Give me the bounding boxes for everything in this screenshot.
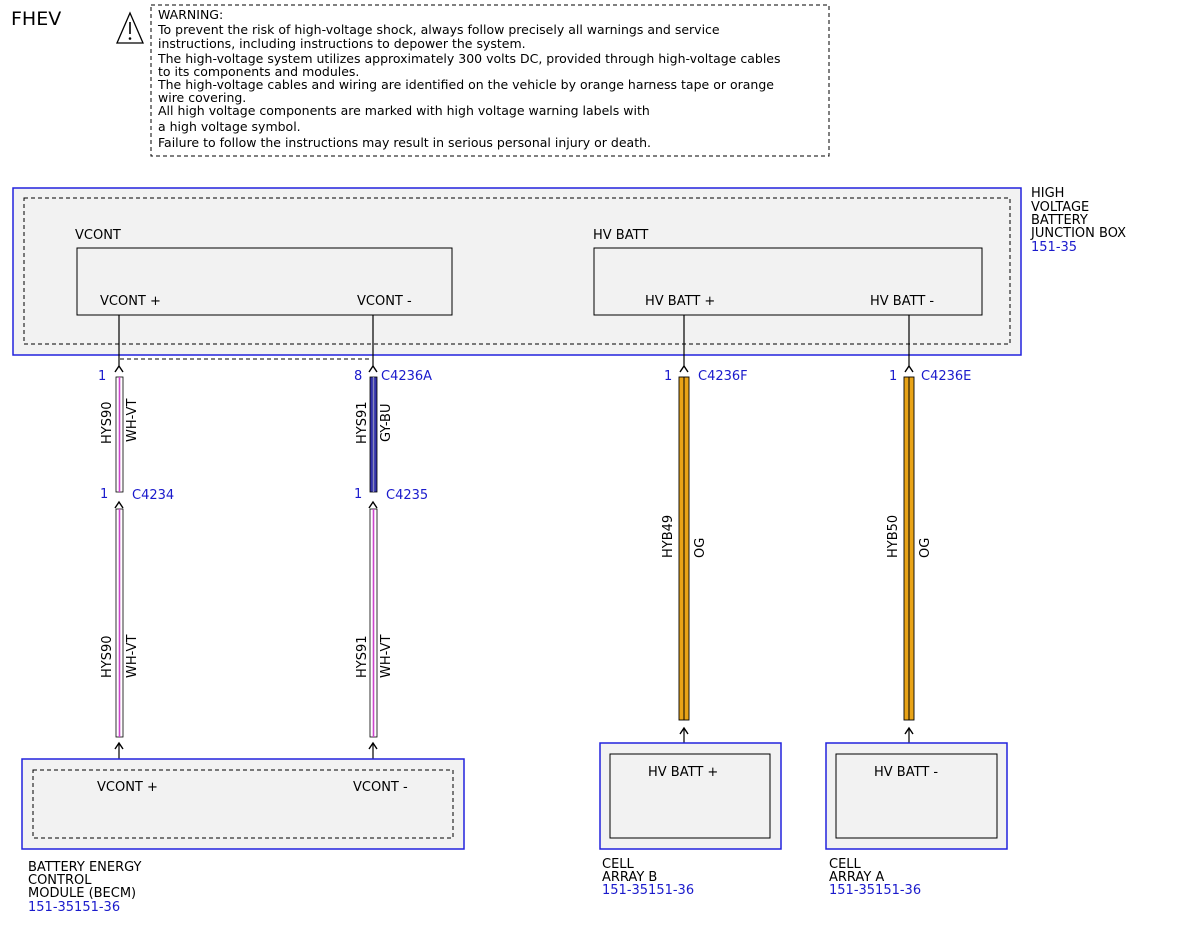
component-name: BATTERY (1031, 213, 1088, 228)
warning-line: to its components and modules. (158, 64, 359, 79)
cell-array-b-label: CELL ARRAY B 151-35151-36 (602, 857, 694, 898)
warning-line: WARNING: (158, 7, 223, 22)
connector-label: C4234 (132, 488, 174, 503)
component-name: MODULE (BECM) (28, 886, 136, 901)
pin-number: 1 (100, 487, 108, 502)
warning-line: All high voltage components are marked w… (158, 103, 650, 118)
vcont-minus-pin: VCONT - (357, 294, 412, 309)
wire-hyb49[interactable] (678, 315, 690, 754)
wire-hys90[interactable] (114, 315, 124, 770)
wire-color-label: WH-VT (125, 399, 140, 442)
warning-box (150, 4, 830, 157)
component-reference: 151-35151-36 (829, 883, 921, 898)
wire-hyb50[interactable] (903, 315, 915, 754)
wire-color-label: WH-VT (125, 635, 140, 678)
hvbatt-label: HV BATT (593, 228, 648, 243)
connector-label: C4236A (381, 369, 432, 384)
wire-color-label: OG (693, 538, 708, 558)
becm-label: BATTERY ENERGY CONTROL MODULE (BECM) 151… (28, 860, 142, 915)
warning-text: WARNING: To prevent the risk of high-vol… (157, 7, 781, 150)
hvbatt-box (593, 247, 983, 316)
component-name: JUNCTION BOX (1030, 226, 1126, 241)
component-reference: 151-35151-36 (602, 883, 694, 898)
component-name: VOLTAGE (1031, 200, 1089, 215)
warning-line: The high-voltage system utilizes approxi… (157, 51, 781, 66)
component-name: ARRAY B (602, 870, 657, 885)
wire-color-label: OG (918, 538, 933, 558)
circuit-label: HYB50 (886, 515, 901, 558)
warning-triangle-icon (116, 11, 144, 44)
warning-line: wire covering. (158, 90, 246, 105)
cell-array-b-box (609, 753, 771, 839)
junction-box-label: HIGH VOLTAGE BATTERY JUNCTION BOX 151-35 (1030, 186, 1126, 255)
circuit-label: HYS90 (100, 635, 115, 678)
becm-dashed (32, 769, 454, 839)
circuit-label: HYS91 (355, 401, 370, 444)
pin-number: 1 (889, 369, 897, 384)
cell-array-b-pin: HV BATT + (648, 765, 718, 780)
warning-line: To prevent the risk of high-voltage shoc… (157, 22, 720, 37)
component-reference: 151-35151-36 (28, 900, 120, 915)
connector-label: C4236E (921, 369, 971, 384)
pin-number: 8 (354, 369, 362, 384)
vcont-plus-pin: VCONT + (100, 294, 161, 309)
warning-line: instructions, including instructions to … (158, 36, 526, 51)
junction-box-dashed (23, 197, 1011, 345)
component-name: CELL (602, 857, 635, 872)
warning-line: The high-voltage cables and wiring are i… (157, 77, 774, 92)
component-name: CELL (829, 857, 862, 872)
warning-line: Failure to follow the instructions may r… (158, 135, 651, 150)
circuit-label: HYS91 (355, 635, 370, 678)
vcont-label: VCONT (75, 228, 121, 243)
component-name: HIGH (1031, 186, 1064, 201)
cell-array-a-label: CELL ARRAY A 151-35151-36 (829, 857, 921, 898)
cell-array-a-box (835, 753, 998, 839)
wire-hys91[interactable] (368, 315, 378, 770)
component-reference: 151-35 (1031, 240, 1077, 255)
component-name: ARRAY A (829, 870, 884, 885)
cell-array-a-pin: HV BATT - (874, 765, 938, 780)
circuit-label: HYB49 (661, 515, 676, 558)
warning-line: a high voltage symbol. (158, 119, 301, 134)
component-name: BATTERY ENERGY (28, 860, 142, 875)
diagram-title: FHEV (11, 8, 61, 30)
pin-number: 1 (664, 369, 672, 384)
component-name: CONTROL (28, 873, 92, 888)
becm-outline (21, 758, 465, 850)
connector-label: C4235 (386, 488, 428, 503)
pin-number: 1 (354, 487, 362, 502)
becm-vcont-minus-pin: VCONT - (353, 780, 408, 795)
connector-label: C4236F (698, 369, 748, 384)
circuit-label: HYS90 (100, 401, 115, 444)
wire-color-label: GY-BU (379, 404, 394, 443)
pin-number: 1 (98, 369, 106, 384)
hvbatt-minus-pin: HV BATT - (870, 294, 934, 309)
vcont-box (76, 247, 453, 316)
hvbatt-plus-pin: HV BATT + (645, 294, 715, 309)
wire-color-label: WH-VT (379, 635, 394, 678)
becm-vcont-plus-pin: VCONT + (97, 780, 158, 795)
